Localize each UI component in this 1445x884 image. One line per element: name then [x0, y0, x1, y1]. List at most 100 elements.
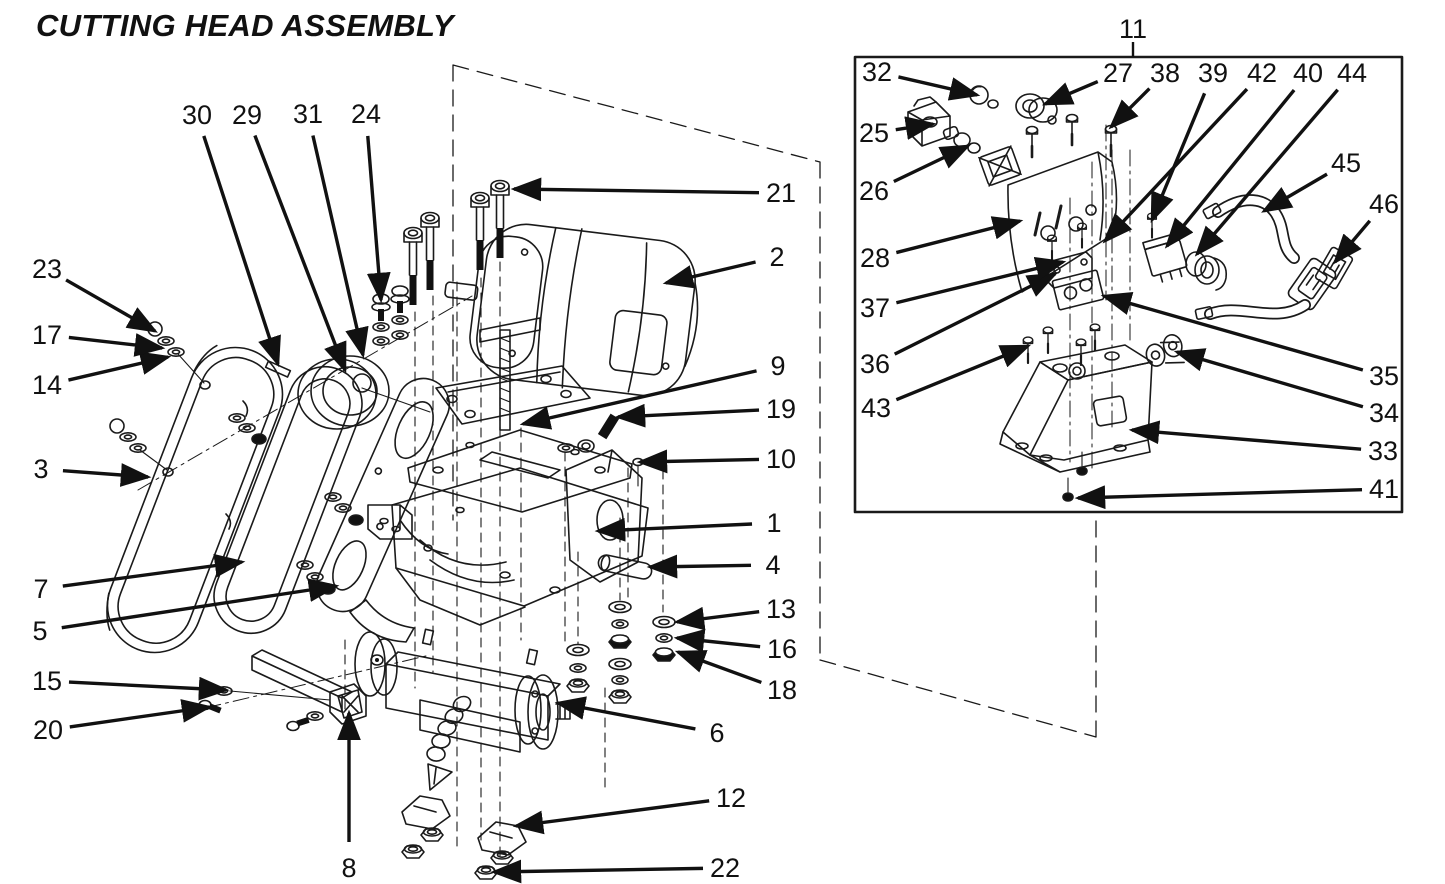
callout-37: 37 [860, 293, 890, 323]
mounting-bolts-drawing [371, 179, 510, 347]
callout-13: 13 [766, 594, 796, 624]
leader-line-4 [646, 554, 752, 579]
leader-line-19 [614, 403, 760, 428]
leader-line-20 [69, 699, 213, 729]
leader-line-21 [510, 177, 760, 202]
callout-21: 21 [766, 178, 796, 208]
callout-28: 28 [860, 243, 890, 273]
leader-line-44 [1194, 88, 1339, 257]
leader-line-42 [1102, 87, 1249, 244]
callout-1: 1 [766, 508, 781, 538]
leader-line-35 [1100, 292, 1364, 372]
leader-line-5 [61, 578, 340, 630]
washer-stacks-drawing [566, 600, 676, 704]
leader-line-23 [65, 278, 158, 333]
callout-42: 42 [1247, 58, 1277, 88]
callout-36: 36 [860, 349, 890, 379]
callout-7: 7 [33, 574, 48, 604]
leader-line-15 [68, 676, 230, 701]
callout-34: 34 [1369, 398, 1399, 428]
callout-6: 6 [709, 718, 724, 748]
callout-24: 24 [351, 99, 381, 129]
leader-line-12 [512, 799, 710, 835]
leader-line-37 [895, 256, 1067, 305]
callout-16: 16 [767, 634, 797, 664]
callout-5: 5 [32, 616, 47, 646]
page-title: CUTTING HEAD ASSEMBLY [36, 8, 454, 43]
callout-38: 38 [1150, 58, 1180, 88]
callout-26: 26 [859, 176, 889, 206]
leader-line-28 [895, 216, 1024, 255]
callout-44: 44 [1337, 58, 1367, 88]
callout-31: 31 [293, 99, 323, 129]
callout-8: 8 [341, 853, 356, 883]
leader-line-7 [62, 553, 246, 588]
leader-line-6 [554, 696, 696, 731]
callout-12: 12 [716, 783, 746, 813]
dashed-panel-outline [452, 64, 1097, 738]
callout-19: 19 [766, 394, 796, 424]
inset-box [853, 55, 1404, 514]
inset-assembly-drawing [853, 55, 1404, 514]
leader-line-10 [636, 449, 760, 474]
leader-line-30 [202, 135, 281, 368]
leader-line-41 [1074, 485, 1363, 510]
callout-9: 9 [770, 351, 785, 381]
callout-25: 25 [859, 118, 889, 148]
leader-line-34 [1173, 348, 1364, 409]
callout-41: 41 [1369, 474, 1399, 504]
leader-line-32 [898, 75, 981, 101]
leader-line-14 [68, 351, 172, 382]
carriage-drawing [349, 429, 649, 643]
callout-27: 27 [1103, 58, 1133, 88]
callout-32: 32 [862, 57, 892, 87]
callout-29: 29 [232, 100, 262, 130]
leader-line-18 [674, 650, 762, 685]
leader-line-24 [366, 135, 391, 304]
callout-2: 2 [769, 242, 784, 272]
leader-line-31 [311, 135, 369, 359]
leader-line-46 [1332, 219, 1372, 265]
callout-33: 33 [1368, 436, 1398, 466]
callout-3: 3 [33, 454, 48, 484]
leader-line-27 [1041, 80, 1099, 106]
leader-line-3 [62, 463, 152, 487]
callout-20: 20 [33, 715, 63, 745]
callout-14: 14 [32, 370, 62, 400]
callout-45: 45 [1331, 148, 1361, 178]
callout-4: 4 [765, 550, 780, 580]
leader-line-36 [893, 272, 1059, 356]
callout-17: 17 [32, 320, 62, 350]
leader-line-13 [673, 606, 760, 631]
leader-line-22 [490, 859, 704, 884]
callout-30: 30 [182, 100, 212, 130]
leader-line-45 [1261, 172, 1328, 213]
leader-line-43 [895, 344, 1032, 402]
leader-line-38 [1108, 87, 1151, 130]
callout-43: 43 [861, 393, 891, 423]
callout-15: 15 [32, 666, 62, 696]
leader-line-33 [1128, 420, 1362, 451]
mount-bracket-drawing [198, 649, 367, 732]
callout-35: 35 [1369, 361, 1399, 391]
callout-39: 39 [1198, 58, 1228, 88]
callout-18: 18 [767, 675, 797, 705]
spindle-housing-drawing [354, 628, 571, 880]
leader-line-29 [253, 134, 347, 374]
leader-line-26 [893, 144, 972, 184]
leader-line-16 [673, 628, 761, 653]
leader-line-17 [68, 333, 166, 357]
callout-46: 46 [1369, 189, 1399, 219]
callout-10: 10 [766, 444, 796, 474]
callout-23: 23 [32, 254, 62, 284]
motor-drawing [435, 223, 699, 431]
leader-line-40 [1164, 88, 1296, 249]
leader-line-9 [519, 369, 757, 430]
callout-40: 40 [1293, 58, 1323, 88]
leader-line-2 [662, 260, 756, 289]
leader-line-1 [594, 517, 753, 542]
leader-line-39 [1150, 92, 1207, 224]
callout-11: 11 [1119, 14, 1147, 44]
